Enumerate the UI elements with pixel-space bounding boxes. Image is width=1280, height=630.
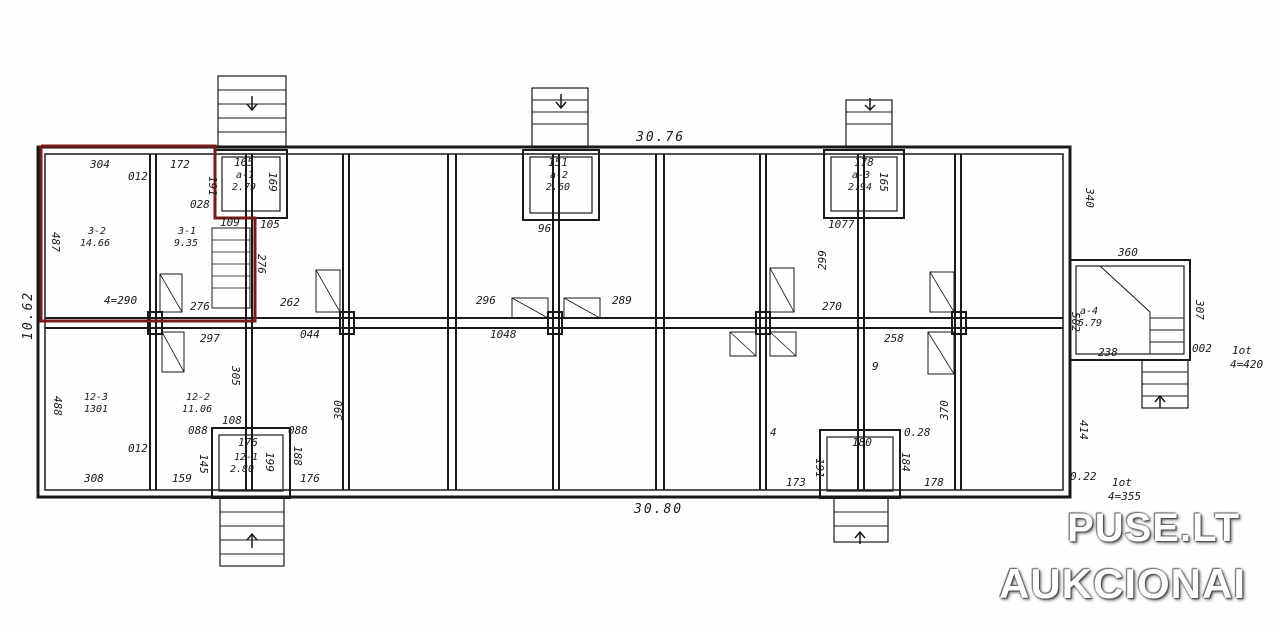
room-id: 12-1 <box>234 452 258 463</box>
dim-label: 4 <box>770 426 777 439</box>
dim-label: 1ot <box>1232 344 1252 357</box>
dim-label: 180 <box>852 436 872 449</box>
dim-label: 028 <box>190 198 210 211</box>
watermark-line-2: AUKCIONAI <box>999 560 1246 607</box>
dim-label: 0.28 <box>904 426 931 439</box>
dim-label: 1ot <box>1112 476 1132 489</box>
dim-label: 165 <box>234 156 254 169</box>
dim-label: 191 <box>813 458 826 478</box>
dim-label: 178 <box>924 476 944 489</box>
room-area: 2.94 <box>848 182 872 193</box>
dim-label: 173 <box>786 476 806 489</box>
dim-label: 96 <box>538 222 552 235</box>
dim-label: 270 <box>822 300 842 313</box>
dim-label: 151 <box>548 156 568 169</box>
room-area: 11.06 <box>182 404 212 415</box>
dim-label: 299 <box>816 250 829 270</box>
overall-width-bottom: 30.80 <box>633 502 683 517</box>
dim-label: 296 <box>476 294 496 307</box>
dim-label: 360 <box>1117 246 1138 259</box>
room-id: a-4 <box>1080 306 1098 317</box>
dim-label: 176 <box>238 436 258 449</box>
room-id: a-2 <box>550 170 568 181</box>
dim-label: 1077 <box>828 218 855 231</box>
dim-label: 258 <box>884 332 904 345</box>
overall-depth-left: 10.62 <box>21 291 36 340</box>
room-id: 12-3 <box>84 392 108 403</box>
entrance-arrows <box>246 94 1166 548</box>
dim-label: 159 <box>172 472 192 485</box>
room-area: 2.79 <box>232 182 256 193</box>
room-id: 3-1 <box>177 226 196 237</box>
dim-label: 262 <box>280 296 300 309</box>
dim-label: 4=420 <box>1230 358 1263 371</box>
room-area: 14.66 <box>80 238 110 249</box>
dim-label: 199 <box>263 452 276 472</box>
dim-label: 169 <box>266 172 279 192</box>
dim-label: 238 <box>1098 346 1118 359</box>
dim-label: 176 <box>300 472 320 485</box>
dim-label: 188 <box>291 446 304 466</box>
dim-label: 276 <box>190 300 210 313</box>
highlight-outline <box>39 144 257 323</box>
dim-label: 305 <box>229 365 242 386</box>
dim-label: 307 <box>1193 299 1206 320</box>
room-area: 2.80 <box>230 464 254 475</box>
watermark-line-1: PUSE.LT <box>1067 506 1240 550</box>
room-area: 5.79 <box>1078 318 1102 329</box>
room-area: 1301 <box>84 404 108 415</box>
dim-label: 012 <box>128 170 148 183</box>
dim-label: 108 <box>222 414 242 427</box>
dim-label: 304 <box>89 158 110 171</box>
dim-label: 414 <box>1077 420 1090 440</box>
dim-label: 308 <box>83 472 104 485</box>
dim-label: 390 <box>332 400 345 421</box>
room-id: a-1 <box>236 170 254 181</box>
dim-label: 165 <box>877 172 890 192</box>
dim-label: 184 <box>899 452 912 472</box>
dim-label: 145 <box>197 454 210 474</box>
dim-label: 297 <box>200 332 220 345</box>
dim-label: 109 <box>220 216 240 229</box>
dim-label: 340 <box>1083 187 1096 208</box>
dim-label: 4=355 <box>1108 490 1141 503</box>
dim-label: 487 <box>49 232 62 252</box>
dimension-labels: 304 012 172 165 169 191 028 109 105 487 … <box>49 156 1263 503</box>
dim-label: 191 <box>206 176 219 196</box>
room-id: 3-2 <box>87 226 106 237</box>
dim-label: 502 <box>1069 312 1082 332</box>
room-id: a-3 <box>852 170 870 181</box>
dim-label: 105 <box>260 218 280 231</box>
dim-label: 370 <box>938 400 951 421</box>
dim-label: 172 <box>170 158 190 171</box>
room-area: 9.35 <box>174 238 198 249</box>
dim-label: 044 <box>300 328 320 341</box>
dim-label: 9 <box>872 360 879 373</box>
dim-label: 012 <box>128 442 148 455</box>
overall-width-top: 30.76 <box>635 130 685 145</box>
room-id: 12-2 <box>186 392 210 403</box>
dim-label: 0.22 <box>1070 470 1097 483</box>
dim-label: 088 <box>188 424 208 437</box>
dim-label: 1048 <box>490 328 517 341</box>
dim-label: 276 <box>255 254 268 274</box>
dim-label: 289 <box>612 294 632 307</box>
dim-label: 088 <box>288 424 308 437</box>
room-labels: 3-2 14.66 3-1 9.35 a-1 2.79 a-2 2.60 a-3… <box>80 170 1102 475</box>
dim-label: 178 <box>854 156 874 169</box>
overall-dimensions: 30.76 30.80 10.62 <box>21 130 685 517</box>
dim-label: 4=290 <box>104 294 137 307</box>
room-area: 2.60 <box>546 182 570 193</box>
dim-label: 002 <box>1192 342 1212 355</box>
dim-label: 488 <box>51 396 64 416</box>
